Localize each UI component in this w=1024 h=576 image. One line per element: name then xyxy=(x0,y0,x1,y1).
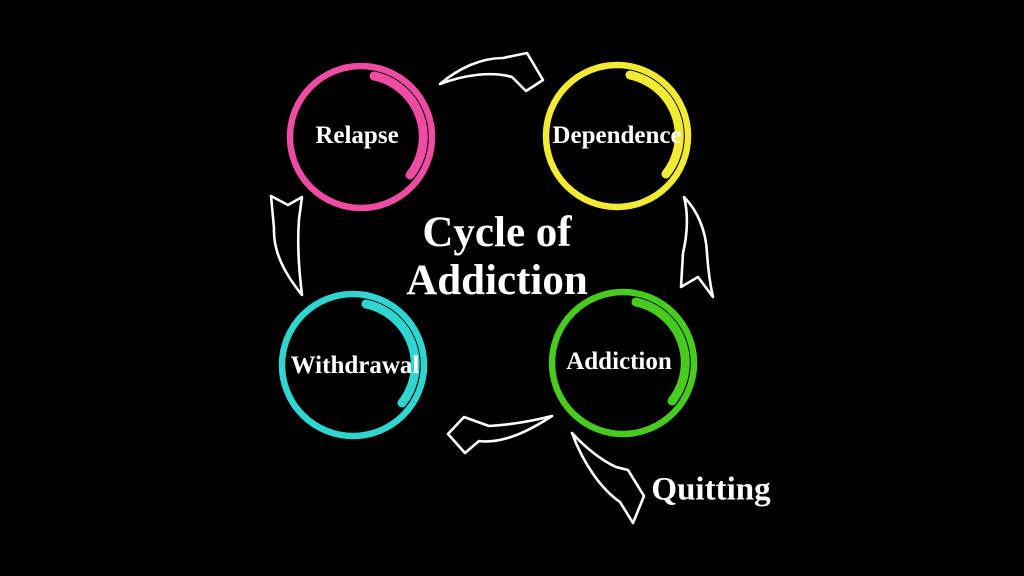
arrow-withdrawal-to-relapse xyxy=(269,194,304,297)
withdrawal-ring-flick xyxy=(361,299,420,408)
node-label-dependence: Dependence xyxy=(552,122,682,149)
node-circle-dependence xyxy=(542,61,692,211)
dependence-ring-flick xyxy=(625,70,684,179)
node-circle-addiction xyxy=(548,288,698,438)
arrow-dependence-to-addiction xyxy=(679,195,715,299)
node-label-addiction: Addiction xyxy=(566,348,672,375)
node-label-withdrawal: Withdrawal xyxy=(290,352,420,379)
exit-label-quitting: Quitting xyxy=(651,471,771,508)
node-circle-withdrawal xyxy=(278,290,428,440)
relapse-ring xyxy=(286,62,436,212)
arrow-addiction-to-quitting xyxy=(570,431,646,525)
diagram-title: Cycle of Addiction xyxy=(406,209,588,305)
diagram-title-line-1: Cycle of xyxy=(422,209,572,256)
diagram-title-line-2: Addiction xyxy=(406,257,588,304)
relapse-ring-flick xyxy=(369,71,428,180)
addiction-ring-flick xyxy=(631,297,690,406)
node-circle-relapse xyxy=(286,62,436,212)
addiction-ring xyxy=(548,288,698,438)
arrow-relapse-to-dependence xyxy=(438,51,545,93)
arrow-addiction-to-withdrawal xyxy=(446,414,554,455)
node-label-relapse: Relapse xyxy=(315,122,399,149)
dependence-ring xyxy=(542,61,692,211)
withdrawal-ring xyxy=(278,290,428,440)
